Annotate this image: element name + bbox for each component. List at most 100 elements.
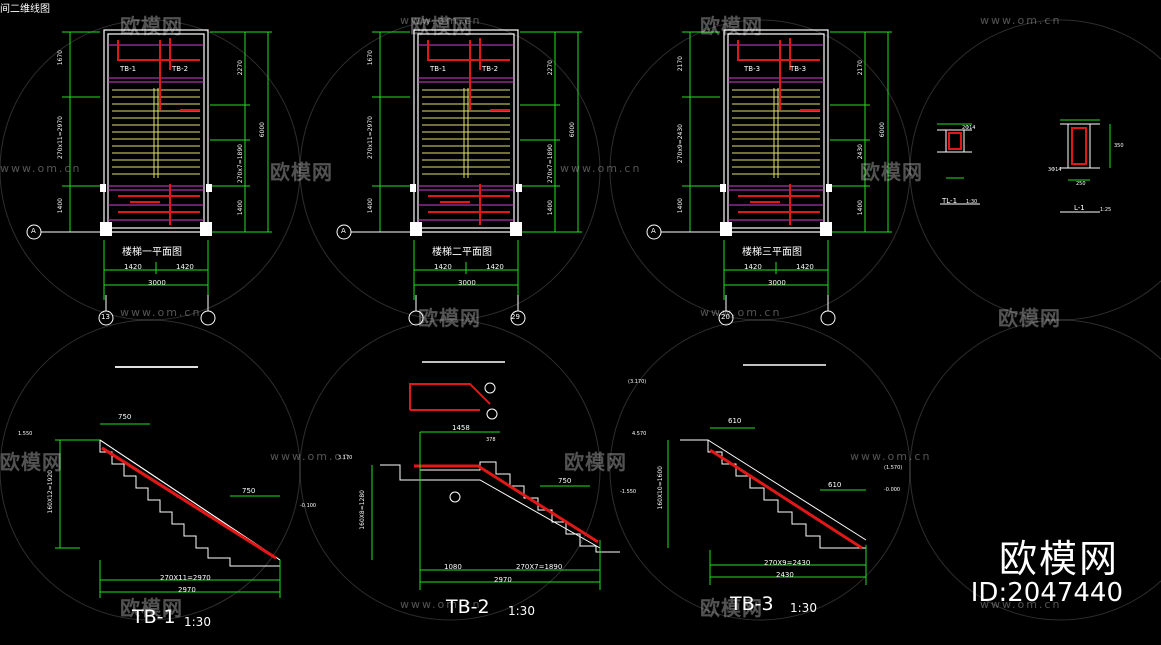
section3-dim-total: 2430 xyxy=(776,571,794,579)
watermark-url: www.om.cn xyxy=(850,450,932,463)
detail-tl1-title: TL-1 xyxy=(942,197,958,205)
section2-dim-top2: 378 xyxy=(486,437,496,443)
detail-l1-title: L-1 xyxy=(1074,204,1085,212)
plan3-dim-right-top: 2170 xyxy=(857,60,864,76)
plan1-dim-mid-v: 270x11=2970 xyxy=(57,116,64,159)
plan2-dim-h1: 1420 xyxy=(434,263,452,271)
watermark-url: www.om.cn xyxy=(0,162,82,175)
brand-logo-text: 欧模网 xyxy=(998,537,1119,581)
section2-dim-top: 1458 xyxy=(452,424,470,432)
plan2-dim-total: 3000 xyxy=(458,279,476,287)
detail-l1-rebar: 3Φ14 xyxy=(1048,167,1062,173)
plan2-title: 楼梯二平面图 xyxy=(432,247,492,258)
plan3-dim-right-mid: 2430 xyxy=(857,144,864,160)
section1-elev-right: -0.100 xyxy=(300,503,317,509)
plan3-dim-h1: 1420 xyxy=(744,263,762,271)
watermark-brand: 欧模网 xyxy=(998,306,1061,330)
watermark-url: www.om.cn xyxy=(120,306,202,319)
plan1-dim-h1: 1420 xyxy=(124,263,142,271)
section1-dim-total: 2970 xyxy=(178,586,196,594)
plan1-dim-right-full: 6000 xyxy=(259,122,266,138)
plan3-tb-label: TB-3 xyxy=(744,65,761,73)
plan2-dim-right-mid: 270x7=1890 xyxy=(547,144,554,184)
watermark-url: www.om.cn xyxy=(700,306,782,319)
plan1-dim-bot-v: 1400 xyxy=(57,198,64,214)
plan2-dim-right-top: 2270 xyxy=(547,60,554,76)
plan3-dim-right-bot: 1400 xyxy=(857,200,864,216)
section3-dim-run: 270X9=2430 xyxy=(764,559,811,567)
plan3-dim-mid-v: 270x9=2430 xyxy=(677,124,684,164)
plan3-axis-num: 20 xyxy=(721,313,730,321)
plan1-axis-a: A xyxy=(31,227,36,235)
detail-l1-width: 250 xyxy=(1076,181,1086,187)
watermark-brand: 欧模网 xyxy=(120,14,183,38)
section2-dim-bot: 750 xyxy=(558,477,572,485)
watermark-url: www.om.cn xyxy=(560,162,642,175)
plan2-dim-top-v: 1670 xyxy=(367,50,374,66)
plan3-tb2-label: TB-3 xyxy=(790,65,807,73)
plan1-tb-label: TB-1 xyxy=(120,65,137,73)
watermark-url: www.om.cn xyxy=(400,598,482,611)
plan2-dim-mid-v: 270x11=2970 xyxy=(367,116,374,159)
section2-elev-top: (3.170) xyxy=(628,379,647,385)
plan2-tb2-label: TB-2 xyxy=(482,65,499,73)
watermark-brand: 欧模网 xyxy=(120,596,183,620)
watermark-brand: 欧模网 xyxy=(418,306,481,330)
watermark-url: www.om.cn xyxy=(980,598,1062,611)
section2-elev-right: -1.550 xyxy=(620,489,637,495)
detail-l1-height: 350 xyxy=(1114,143,1124,149)
section3-elev-right2: -0.000 xyxy=(884,487,901,493)
plan2-axis-a: A xyxy=(341,227,346,235)
section2-dim-total: 2970 xyxy=(494,576,512,584)
section1-dim-run: 270X11=2970 xyxy=(160,574,211,582)
plan3-dim-bot-v: 1400 xyxy=(677,198,684,214)
section3-elev-right: (1.570) xyxy=(884,465,903,471)
plan2-dim-right-full: 6000 xyxy=(569,122,576,138)
watermark-url: www.om.cn xyxy=(400,14,482,27)
detail-tl1-scale: 1:30 xyxy=(966,199,978,205)
section3-scale: 1:30 xyxy=(790,601,817,615)
plan1-dim-right-mid: 270x7=1890 xyxy=(237,144,244,184)
plan3-dim-total: 3000 xyxy=(768,279,786,287)
section2-scale: 1:30 xyxy=(508,604,535,618)
watermark-brand: 欧模网 xyxy=(700,596,763,620)
section3-elev-left: 4.570 xyxy=(632,431,647,437)
plan1-dim-h2: 1420 xyxy=(176,263,194,271)
watermark-brand: 欧模网 xyxy=(564,450,627,474)
section1-dim-bot: 750 xyxy=(242,487,256,495)
plan2-dim-h2: 1420 xyxy=(486,263,504,271)
section3-dim-top: 610 xyxy=(728,417,742,425)
section2-title: TB-2 xyxy=(446,596,490,618)
section1-title: TB-1 xyxy=(132,606,176,628)
plan1-dim-right-bot: 1400 xyxy=(237,200,244,216)
plan3-dim-top-v: 2170 xyxy=(677,56,684,72)
watermark-brand: 欧模网 xyxy=(410,14,473,38)
plan3-title: 楼梯三平面图 xyxy=(742,247,802,258)
plan1-tb2-label: TB-2 xyxy=(172,65,189,73)
detail-l1-scale: 1:25 xyxy=(1100,207,1112,213)
watermark-brand: 欧模网 xyxy=(700,14,763,38)
plan2-tb-label: TB-1 xyxy=(430,65,447,73)
section2-dim-run: 270X7=1890 xyxy=(516,563,563,571)
watermark-url: www.om.cn xyxy=(980,14,1062,27)
plan3-dim-h2: 1420 xyxy=(796,263,814,271)
plan3-dim-right-full: 6000 xyxy=(879,122,886,138)
plan1-dim-top-v: 1670 xyxy=(57,50,64,66)
plan1-title: 楼梯一平面图 xyxy=(122,247,182,258)
watermark-brand: 欧模网 xyxy=(0,450,63,474)
section1-dim-rise: 160X12=1920 xyxy=(47,470,54,514)
watermark-brand: 欧模网 xyxy=(270,160,333,184)
drawing-header: 间二维线图 xyxy=(0,4,50,15)
plan2-dim-right-bot: 1400 xyxy=(547,200,554,216)
section2-elev-left: 3.170 xyxy=(338,455,353,461)
watermark-brand: 欧模网 xyxy=(860,160,923,184)
plan1-dim-right-top: 2270 xyxy=(237,60,244,76)
plan2-axis-num: 29 xyxy=(511,313,520,321)
plan3-axis-a: A xyxy=(651,227,656,235)
plan1-dim-total: 3000 xyxy=(148,279,166,287)
section1-dim-top: 750 xyxy=(118,413,132,421)
section1-elev-left: 1.550 xyxy=(18,431,33,437)
section3-dim-bot: 610 xyxy=(828,481,842,489)
